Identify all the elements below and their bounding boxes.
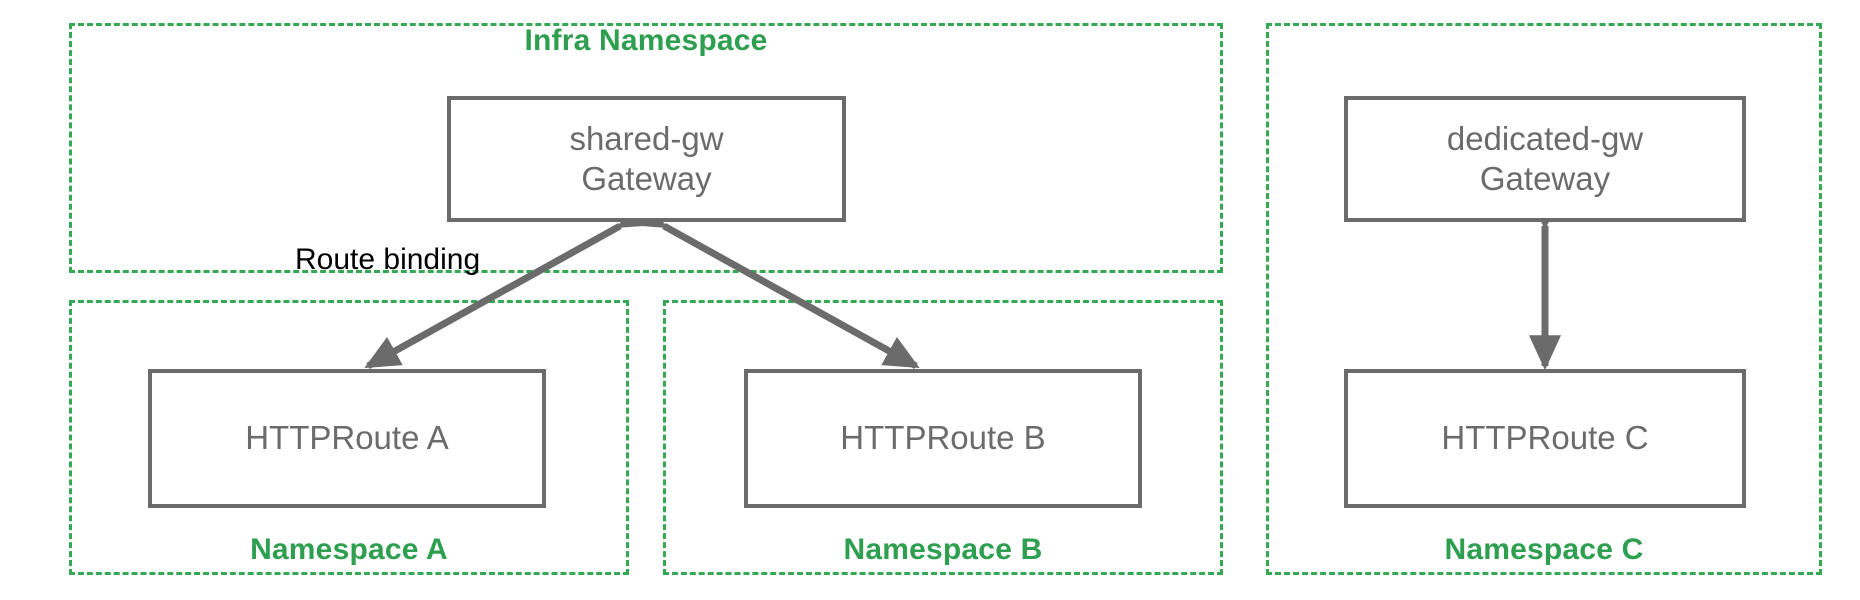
- namespace-label-infra: Infra Namespace: [524, 24, 768, 57]
- annotation-route-binding: Route binding: [295, 243, 481, 276]
- node-shared-gw-gateway[interactable]: shared-gw Gateway: [447, 96, 846, 222]
- node-httproute-b[interactable]: HTTPRoute B: [744, 369, 1142, 508]
- namespace-box-c: [1266, 23, 1822, 575]
- node-httproute-b-label: HTTPRoute B: [840, 419, 1046, 457]
- node-httproute-a-label: HTTPRoute A: [245, 419, 449, 457]
- node-httproute-c-label: HTTPRoute C: [1441, 419, 1649, 457]
- node-dedicated-gw-gateway[interactable]: dedicated-gw Gateway: [1344, 96, 1746, 222]
- node-dedicated-gw-gateway-label: dedicated-gw Gateway: [1446, 119, 1644, 197]
- node-httproute-a[interactable]: HTTPRoute A: [148, 369, 546, 508]
- node-httproute-c[interactable]: HTTPRoute C: [1344, 369, 1746, 508]
- namespace-label-a: Namespace A: [250, 533, 448, 566]
- namespace-box-a: [69, 300, 629, 575]
- namespace-label-c: Namespace C: [1444, 533, 1644, 566]
- namespace-label-b: Namespace B: [843, 533, 1043, 566]
- namespace-box-b: [663, 300, 1223, 575]
- node-shared-gw-gateway-label: shared-gw Gateway: [569, 119, 724, 197]
